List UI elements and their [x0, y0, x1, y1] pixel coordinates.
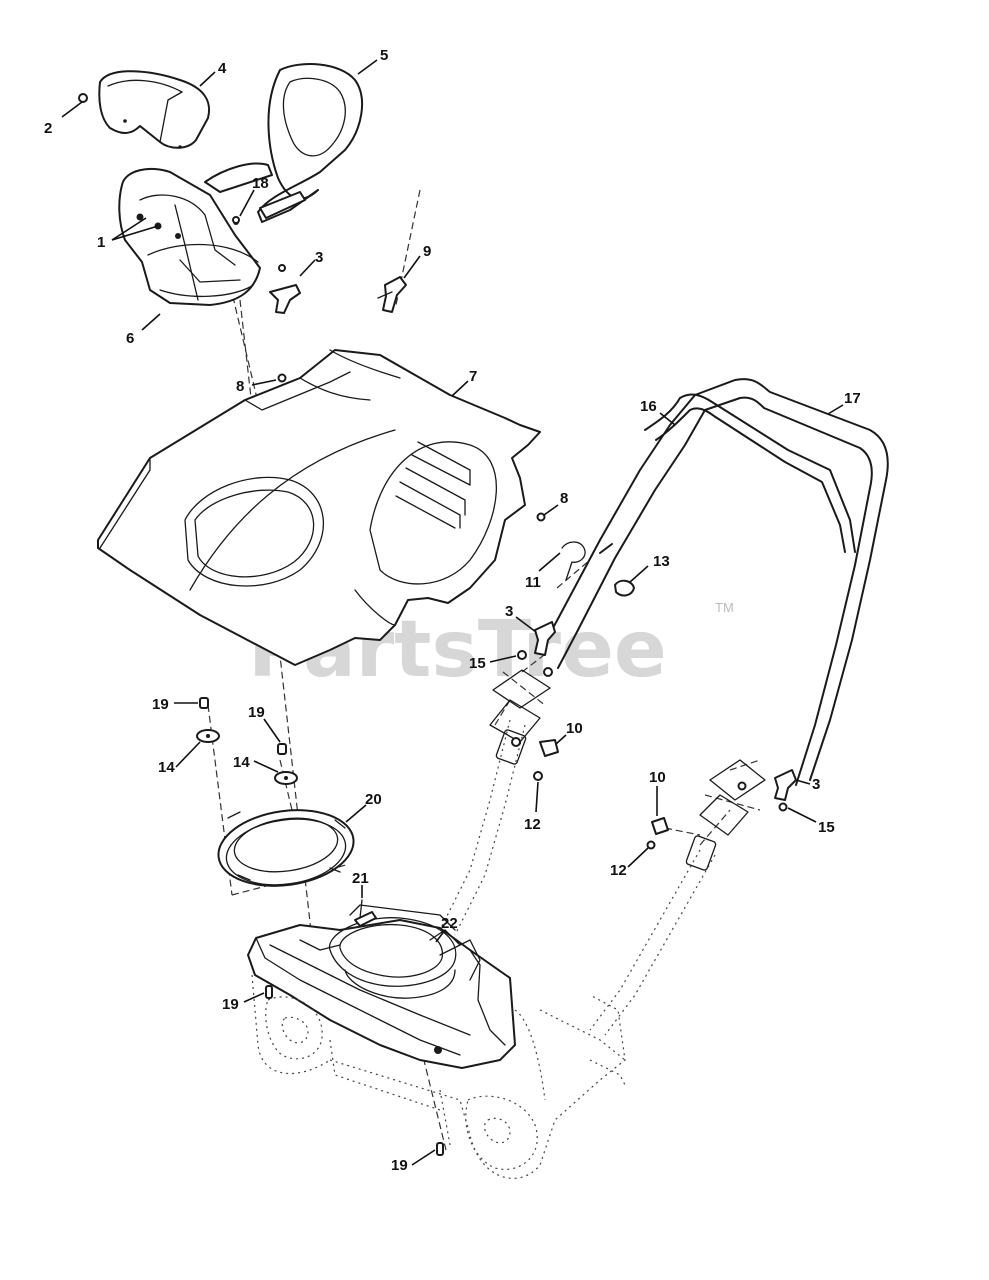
callout-labels: 2 4 5 18 1 3 9 6 8 7 16 17 8 11 13 3 15 …: [44, 47, 861, 1174]
callout-6: 6: [126, 330, 134, 347]
shear-pin-21: [354, 899, 377, 927]
washer-b: [274, 771, 298, 785]
callout-7: 7: [469, 368, 477, 385]
lower-handle-right: [589, 835, 717, 1036]
callout-21: 21: [352, 870, 369, 887]
watermark-trademark: TM: [715, 600, 734, 615]
chute-handle: [204, 63, 363, 223]
callout-12-lower: 12: [610, 862, 627, 879]
auger-housing: [247, 917, 516, 1069]
callout-2: 2: [44, 120, 52, 137]
callout-15-upper: 15: [469, 655, 486, 672]
callout-leaders: [61, 59, 844, 1166]
callout-19-bottom: 19: [391, 1157, 408, 1174]
wing-knob-a: [269, 284, 301, 314]
callout-12-upper: 12: [524, 816, 541, 833]
callout-14-b: 14: [233, 754, 250, 771]
callout-9: 9: [423, 243, 431, 260]
callout-20: 20: [365, 791, 382, 808]
callout-13: 13: [653, 553, 670, 570]
screws-19: [199, 697, 444, 1156]
callout-10-upper: 10: [566, 720, 583, 737]
callout-18: 18: [252, 175, 269, 192]
lower-handle-left: [439, 719, 527, 936]
callout-19-washer-b: 19: [248, 704, 265, 721]
callout-11: 11: [525, 574, 541, 591]
callout-5: 5: [380, 47, 388, 64]
chute-deflector: [98, 70, 210, 149]
callout-8-side: 8: [560, 490, 568, 507]
callout-10-lower: 10: [649, 769, 666, 786]
push-rivet: [377, 276, 407, 313]
discharge-tube-22: [349, 904, 456, 931]
shroud-fasteners: [277, 373, 546, 522]
callout-4: 4: [218, 60, 227, 77]
shroud-cover: [97, 349, 541, 666]
callout-19-housing: 19: [222, 996, 239, 1013]
callout-3-chute: 3: [315, 249, 323, 266]
callout-16: 16: [640, 398, 657, 415]
washer-a: [196, 729, 220, 743]
callout-17: 17: [844, 390, 861, 407]
callout-14-a: 14: [158, 759, 175, 776]
shroud-vents: [395, 441, 471, 529]
callout-3-handle: 3: [505, 603, 513, 620]
handle-hardware: [511, 541, 797, 850]
callout-1: 1: [97, 234, 105, 251]
callout-8-shroud: 8: [236, 378, 244, 395]
housing-body-dotted: [251, 974, 626, 1179]
callout-19-washer-a: 19: [152, 696, 169, 713]
chute-ring: [217, 809, 355, 887]
handle-brackets: [489, 669, 766, 836]
callout-15-lower: 15: [818, 819, 835, 836]
callout-22: 22: [441, 915, 458, 932]
small-fasteners-top: [78, 93, 286, 272]
chute-body: [118, 167, 261, 306]
cable-guide: [644, 393, 856, 553]
upper-handle: [539, 378, 889, 786]
callout-3-lower: 3: [812, 776, 820, 793]
